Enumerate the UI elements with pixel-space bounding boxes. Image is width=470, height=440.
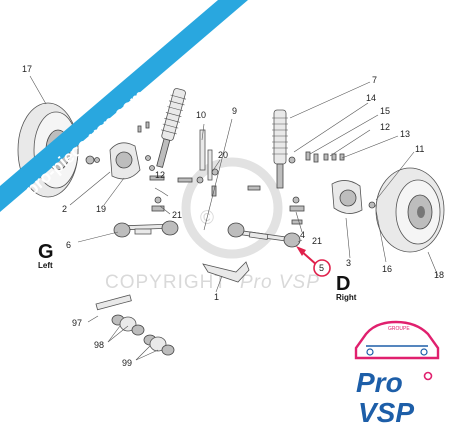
callout-97: 97: [72, 318, 82, 328]
left-track-rod-parts: [149, 175, 204, 212]
callout-20: 20: [218, 150, 228, 160]
callout-7: 7: [372, 75, 377, 85]
callout-21-right: 21: [312, 236, 322, 246]
boot-kit-parts: [95, 294, 175, 356]
callout-19: 19: [96, 204, 106, 214]
copyright-brand: Pro VSP: [240, 272, 320, 293]
logo-brand-bottom: VSP: [358, 397, 414, 428]
copyright-watermark: © COPYRIGHT Pro VSP: [105, 157, 320, 293]
left-hub-knuckle: [85, 142, 155, 180]
callout-98: 98: [94, 340, 104, 350]
callout-14: 14: [366, 93, 376, 103]
provsp-logo: GROUPE Pro VSP: [354, 320, 440, 428]
copyright-text: COPYRIGHT: [105, 272, 227, 293]
callout-17: 17: [22, 64, 32, 74]
callout-numbers: 17 7 14 15 12 13 11 10 9 20 2 19 12 21 6…: [22, 64, 444, 368]
callout-4: 4: [300, 230, 305, 240]
side-label-left: G Left: [38, 241, 54, 270]
callout-3: 3: [346, 258, 351, 268]
callout-12-top: 12: [380, 122, 390, 132]
callout-16: 16: [382, 264, 392, 274]
callout-1: 1: [214, 292, 219, 302]
callout-9: 9: [232, 106, 237, 116]
callout-10: 10: [196, 110, 206, 120]
svg-text:©: ©: [200, 208, 215, 229]
center-links: [199, 129, 261, 197]
callout-5: 5: [319, 263, 324, 273]
logo-tag: GROUPE: [388, 326, 410, 332]
callout-6: 6: [66, 240, 71, 250]
side-label-right: D Right: [336, 273, 357, 302]
right-driveshaft: [227, 196, 305, 248]
callout-18: 18: [434, 270, 444, 280]
right-shock-absorber: [272, 109, 345, 189]
lower-control-arm: [202, 261, 250, 283]
right-hub-knuckle: [331, 180, 381, 214]
highlight-arrow: [296, 246, 319, 267]
side-right-letter: D: [336, 273, 350, 295]
highlighted-callout: 5: [313, 259, 331, 277]
left-driveshaft: [113, 220, 179, 238]
callout-12-left: 12: [155, 170, 165, 180]
callout-15: 15: [380, 106, 390, 116]
callout-13: 13: [400, 129, 410, 139]
leader-lines: [29, 75, 439, 361]
logo-brand-top: Pro: [356, 367, 403, 398]
side-right-word: Right: [336, 293, 357, 302]
side-left-word: Left: [38, 261, 53, 270]
callout-11: 11: [415, 144, 424, 154]
callout-2: 2: [62, 204, 67, 214]
right-wheel: [375, 167, 445, 253]
callout-99: 99: [122, 358, 132, 368]
side-left-letter: G: [38, 241, 54, 263]
left-shock-absorber: [137, 88, 187, 168]
callout-21-left: 21: [172, 210, 182, 220]
